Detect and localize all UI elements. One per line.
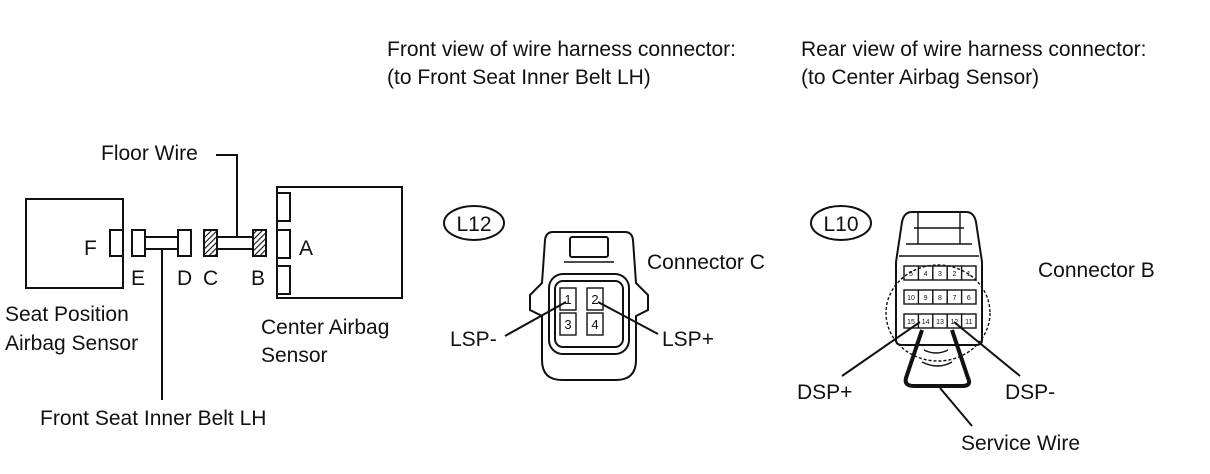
center-airbag-sensor-box [276, 186, 403, 299]
dsp-minus-leader [953, 321, 1021, 377]
harness-block-diagram: F E D C B Floor Wire Front Seat Inner Be… [5, 142, 403, 430]
svg-text:5: 5 [909, 271, 913, 278]
dsp-minus-label: DSP- [1005, 381, 1055, 404]
lsp-plus-leader [597, 301, 659, 335]
rear-view-subtitle: (to Center Airbag Sensor) [801, 66, 1039, 89]
floor-wire-leader [216, 154, 238, 237]
connector-c-latch [569, 236, 609, 258]
svg-text:15: 15 [907, 319, 915, 326]
connector-b-pin-grid: 5 4 3 2 1 10 9 8 7 6 15 14 13 12 11 [903, 265, 977, 329]
dsp-plus-label: DSP+ [797, 381, 852, 404]
svg-text:11: 11 [965, 319, 972, 326]
rear-view-title: Rear view of wire harness connector: [801, 38, 1147, 61]
front-view-subtitle: (to Front Seat Inner Belt LH) [387, 66, 651, 89]
connector-c-hatched [203, 229, 218, 257]
service-wire-leader [939, 387, 973, 427]
connector-c-inner [548, 273, 630, 355]
svg-text:4: 4 [924, 271, 928, 278]
connector-b-code-oval [810, 205, 872, 241]
letter-d: D [177, 267, 192, 290]
pin-2-label: 2 [591, 292, 598, 307]
connector-b-housing [895, 211, 983, 346]
lsp-minus-label: LSP- [450, 328, 497, 351]
dsp-plus-leader [841, 321, 921, 377]
svg-text:7: 7 [952, 295, 956, 302]
pin-3 [559, 312, 577, 336]
connector-b-label: Connector B [1038, 259, 1155, 282]
seat-sensor-label-1: Seat Position [5, 303, 129, 326]
connector-c-view: L12 1 2 3 4 LSP- LSP+ Connector C [443, 205, 765, 381]
pin-2 [586, 287, 604, 311]
connector-c-code-oval [443, 205, 505, 241]
connector-b-view: L10 5 4 3 2 1 10 9 8 7 6 15 [797, 205, 1155, 455]
front-belt-label: Front Seat Inner Belt LH [40, 407, 266, 430]
svg-text:2: 2 [952, 271, 956, 278]
pin-4 [586, 312, 604, 336]
seat-sensor-label-2: Airbag Sensor [5, 332, 138, 355]
svg-text:13: 13 [936, 319, 944, 326]
lsp-minus-leader [504, 301, 567, 337]
seat-position-sensor-box [25, 198, 124, 289]
letter-c: C [203, 267, 218, 290]
svg-text:9: 9 [924, 295, 928, 302]
svg-text:3: 3 [938, 271, 942, 278]
connector-b-outline [885, 264, 991, 362]
connector-f-body [109, 229, 124, 257]
connector-d-body [177, 229, 192, 257]
pin-3-label: 3 [564, 317, 571, 332]
letter-b: B [251, 267, 265, 290]
floor-wire-label: Floor Wire [101, 142, 198, 165]
pin-4-label: 4 [591, 317, 598, 332]
connector-a-body [276, 229, 291, 259]
connector-c-label: Connector C [647, 251, 765, 274]
letter-f: F [84, 237, 97, 260]
connector-c-code: L12 [456, 213, 491, 236]
svg-text:6: 6 [967, 295, 971, 302]
lsp-plus-label: LSP+ [662, 328, 714, 351]
svg-text:10: 10 [907, 295, 915, 302]
svg-text:8: 8 [938, 295, 942, 302]
front-view-title: Front view of wire harness connector: [387, 38, 736, 61]
center-sensor-label-1: Center Airbag [261, 316, 389, 339]
center-sensor-label-2: Sensor [261, 344, 328, 367]
service-wire-loop [903, 329, 972, 388]
letter-e: E [131, 267, 145, 290]
connector-b-code: L10 [823, 213, 858, 236]
letter-a: A [299, 237, 313, 260]
pin-1 [559, 287, 577, 311]
pin-1-label: 1 [564, 292, 571, 307]
service-wire-label: Service Wire [961, 432, 1080, 455]
svg-text:14: 14 [922, 319, 930, 326]
connector-c-housing [529, 231, 649, 381]
connector-e-body [131, 229, 146, 257]
svg-text:1: 1 [967, 271, 971, 278]
connector-b-hatched [252, 229, 267, 257]
